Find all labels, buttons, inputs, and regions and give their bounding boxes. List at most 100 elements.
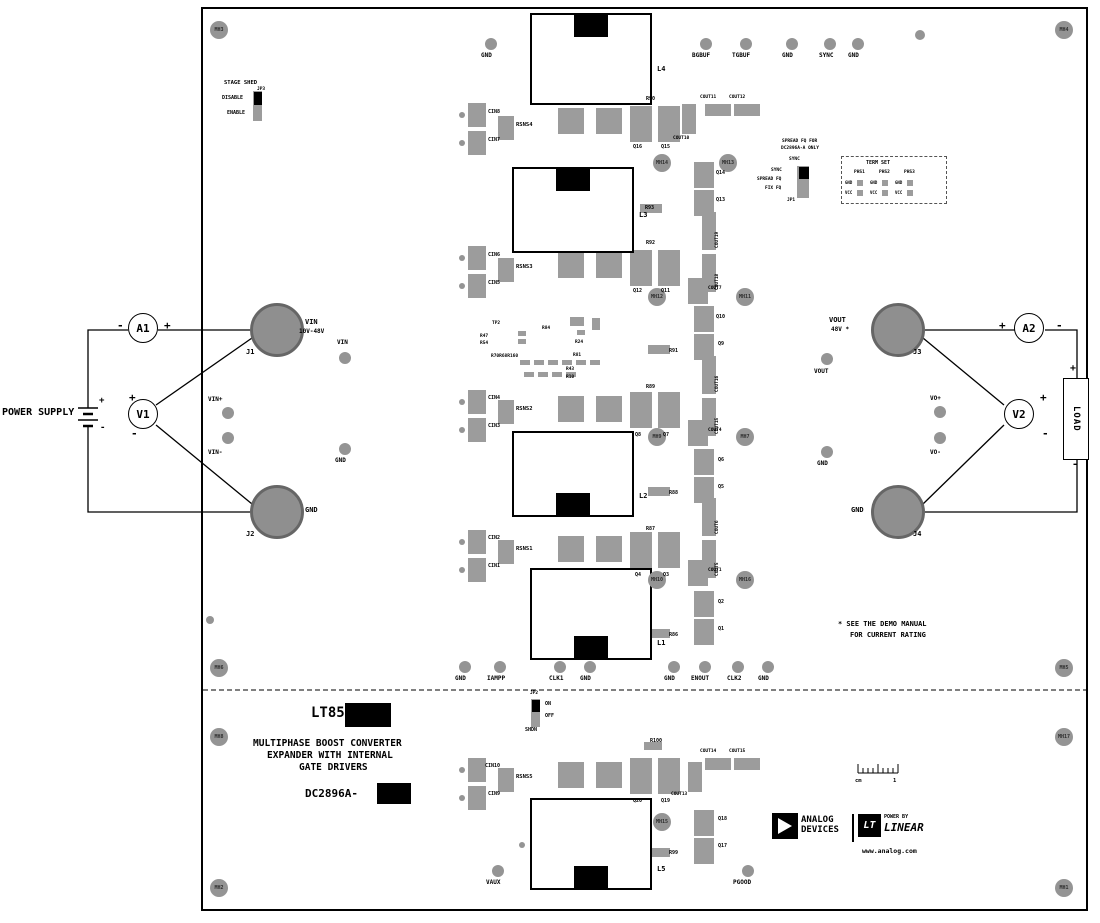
blackout-box <box>377 783 411 804</box>
test-point-vin+ <box>222 407 234 419</box>
test-point-label: GND <box>782 52 793 59</box>
silkscreen-label: ENABLE <box>227 110 246 116</box>
test-point-pgood <box>742 865 754 877</box>
component-pad <box>596 108 622 134</box>
component-pad <box>468 558 486 582</box>
component-pad <box>468 103 486 127</box>
component-pad <box>520 360 530 365</box>
silkscreen-label: Q12 <box>633 288 643 294</box>
silkscreen-label: JP2 <box>530 691 539 696</box>
silkscreen-label: L1 <box>657 639 666 647</box>
test-point-clk1 <box>554 661 566 673</box>
test-point-label: SYNC <box>819 52 834 59</box>
test-point-label: GND <box>481 52 492 59</box>
polarity-sign: - <box>100 423 106 433</box>
silkscreen-label: TP2 <box>492 321 501 326</box>
test-point-label: GND <box>664 675 675 682</box>
via-dot <box>459 795 465 801</box>
mounting-hole-mh11: MH11 <box>736 288 754 306</box>
component-pad <box>468 758 486 782</box>
test-point-label: GND <box>758 675 769 682</box>
mounting-hole-mh1: MH1 <box>1055 879 1073 897</box>
silkscreen-label: Q6 <box>718 457 725 463</box>
silkscreen-label: * SEE THE DEMO MANUAL <box>838 620 927 628</box>
test-point-label: VO- <box>930 449 941 456</box>
silkscreen-label: RSNS5 <box>516 774 533 780</box>
silkscreen-label: SPREAD FQ <box>757 177 782 182</box>
test-point-gnd <box>762 661 774 673</box>
component-pad <box>705 104 731 116</box>
silkscreen-label: cm <box>855 778 862 784</box>
silkscreen-label: Q4 <box>635 572 642 578</box>
component-pad <box>558 762 584 788</box>
component-pad <box>907 190 913 196</box>
via-dot <box>459 567 465 573</box>
component-pad <box>694 306 714 332</box>
silkscreen-label: STAGE SHED <box>224 80 258 86</box>
component-pad <box>498 540 514 564</box>
ammeter-a2: A2 <box>1014 313 1044 343</box>
polarity-sign: + <box>999 319 1006 332</box>
component-pad <box>592 318 600 330</box>
silkscreen-label: RSNS3 <box>516 264 533 270</box>
silkscreen-label: R93 <box>645 205 655 211</box>
silkscreen-label: CIN7 <box>488 137 501 143</box>
mounting-hole-mh17: MH17 <box>1055 728 1073 746</box>
silkscreen-label: VIN <box>305 318 318 326</box>
silkscreen-label: COUT19 <box>715 231 720 248</box>
component-pad <box>658 532 680 568</box>
mounting-hole-mh16: MH16 <box>736 571 754 589</box>
voltmeter-v1: V1 <box>128 399 158 429</box>
component-pad <box>644 742 662 750</box>
component-pad <box>558 252 584 278</box>
component-pad <box>590 360 600 365</box>
silkscreen-label: CIN2 <box>488 535 501 541</box>
silkscreen-label: Q7 <box>663 432 670 438</box>
inductor-pad <box>556 493 590 517</box>
via-dot <box>459 767 465 773</box>
component-pad <box>538 372 548 377</box>
silkscreen-label: Q18 <box>718 816 728 822</box>
silkscreen-label: FIX FQ <box>765 186 782 191</box>
component-pad <box>734 758 760 770</box>
component-pad <box>694 162 714 188</box>
load-box: LOAD <box>1063 378 1089 460</box>
silkscreen-label: Q9 <box>718 341 725 347</box>
polarity-sign: - <box>1042 427 1049 440</box>
component-pad <box>694 591 714 617</box>
silkscreen-label: GND <box>870 180 878 185</box>
component-pad <box>570 317 584 326</box>
component-pad <box>702 356 716 394</box>
silkscreen-label: COUT7 <box>708 286 722 291</box>
power-by-text: POWER BY <box>884 814 909 820</box>
component-pad <box>498 400 514 424</box>
component-pad <box>648 629 670 638</box>
test-point-label: VAUX <box>486 879 501 886</box>
silkscreen-label: R90 <box>646 96 656 102</box>
silkscreen-label: Q5 <box>718 484 725 490</box>
component-pad <box>596 396 622 422</box>
component-pad <box>694 334 714 360</box>
test-point-sync <box>824 38 836 50</box>
inductor-l3 <box>512 167 634 253</box>
silkscreen-label: CIN10 <box>485 763 501 769</box>
test-point-vaux <box>492 865 504 877</box>
silkscreen-label: COUT10 <box>673 136 690 141</box>
blackout-box <box>532 700 540 712</box>
silkscreen-label: CIN6 <box>488 252 501 258</box>
component-pad <box>648 848 670 857</box>
logo-divider <box>852 814 854 842</box>
silkscreen-label: 1 <box>893 778 897 784</box>
via-dot <box>459 539 465 545</box>
polarity-sign: - <box>117 319 124 332</box>
component-pad <box>630 106 652 142</box>
test-point-gnd <box>786 38 798 50</box>
inductor-pad <box>574 866 608 890</box>
test-point-label: VOUT <box>814 368 829 375</box>
test-point-iampp <box>494 661 506 673</box>
silkscreen-label: GND <box>305 506 318 514</box>
silkscreen-label: COUT13 <box>671 792 688 797</box>
test-point-gnd <box>459 661 471 673</box>
jack-j1 <box>250 303 304 357</box>
silkscreen-label: RSNS4 <box>516 122 533 128</box>
